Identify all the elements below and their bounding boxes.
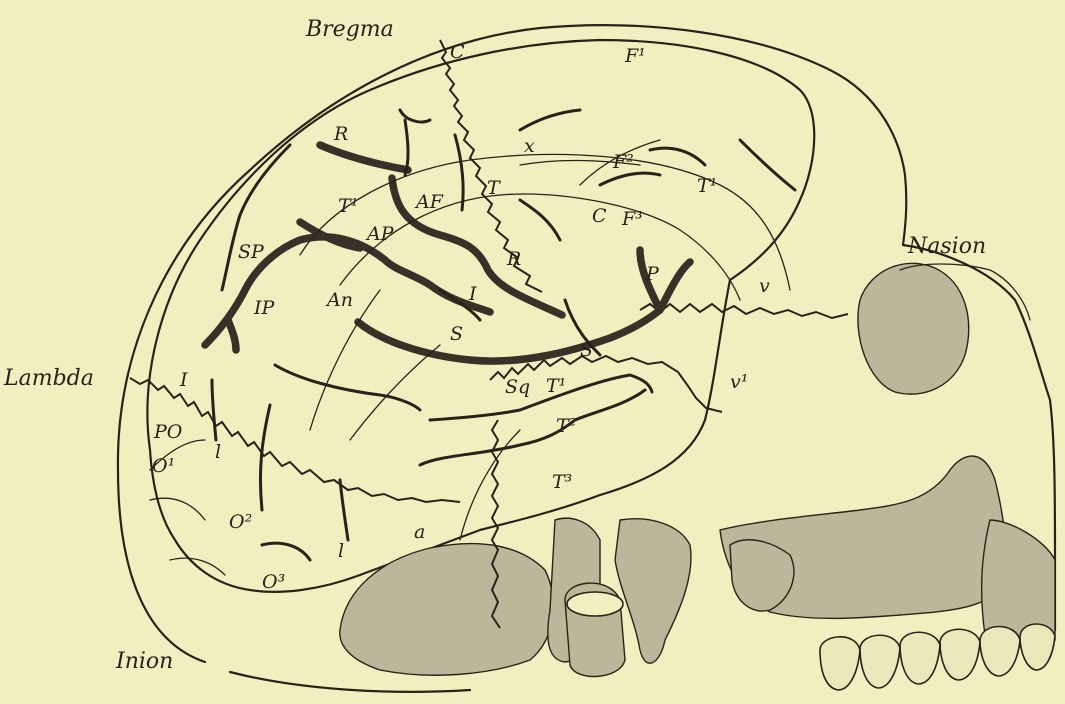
label-s-lower: S: [580, 339, 593, 361]
mastoid: [615, 519, 691, 663]
label-af: AF: [414, 191, 444, 213]
label-nasion: Nasion: [907, 234, 986, 259]
label-lambda: Lambda: [3, 366, 94, 391]
label-f3: F³: [621, 208, 643, 230]
label-v: v: [759, 275, 770, 297]
label-f2: F²: [612, 151, 634, 173]
label-f1: F¹: [624, 45, 646, 67]
squamous-suture: [640, 304, 848, 318]
label-i-insula: I: [468, 283, 477, 305]
orbit: [858, 263, 969, 394]
label-sq: Sq: [505, 376, 530, 398]
label-p: P: [645, 263, 660, 285]
label-r-upper: R: [333, 123, 348, 145]
label-o3: O³: [262, 571, 285, 593]
label-t1-upper: T¹: [338, 195, 358, 217]
label-sp: SP: [238, 241, 265, 263]
ip-branch: [228, 320, 236, 350]
label-i-lambda: I: [179, 369, 188, 391]
label-an: An: [325, 289, 353, 311]
label-ap: AP: [365, 223, 395, 245]
label-v1: v¹: [730, 371, 748, 393]
label-c-mid: C: [592, 205, 607, 227]
cerebellum: [340, 544, 554, 676]
coronal-suture: [440, 40, 542, 292]
label-t2: T²: [556, 415, 576, 437]
sylvian-fissure: [358, 250, 690, 361]
label-t3: T³: [552, 471, 572, 493]
label-t1-lower: T¹: [546, 375, 566, 397]
label-o2: O²: [229, 511, 252, 533]
label-r-lower: R: [506, 248, 521, 270]
label-s-upper: S: [450, 323, 463, 345]
label-po: PO: [153, 421, 183, 443]
label-l-lower: l: [338, 540, 344, 562]
teeth: [820, 624, 1055, 690]
label-c-top: C: [450, 41, 465, 63]
label-a: a: [414, 521, 425, 543]
brain-outline: [147, 40, 814, 592]
label-inion: Inion: [115, 649, 173, 674]
label-t1-frontal: T¹: [697, 175, 717, 197]
label-x: x: [524, 135, 535, 157]
label-bregma: Bregma: [305, 17, 394, 42]
label-l-upper: l: [215, 441, 221, 463]
label-ip: IP: [253, 297, 276, 319]
label-o1: O¹: [152, 455, 175, 477]
label-t-mid: T: [487, 177, 501, 199]
